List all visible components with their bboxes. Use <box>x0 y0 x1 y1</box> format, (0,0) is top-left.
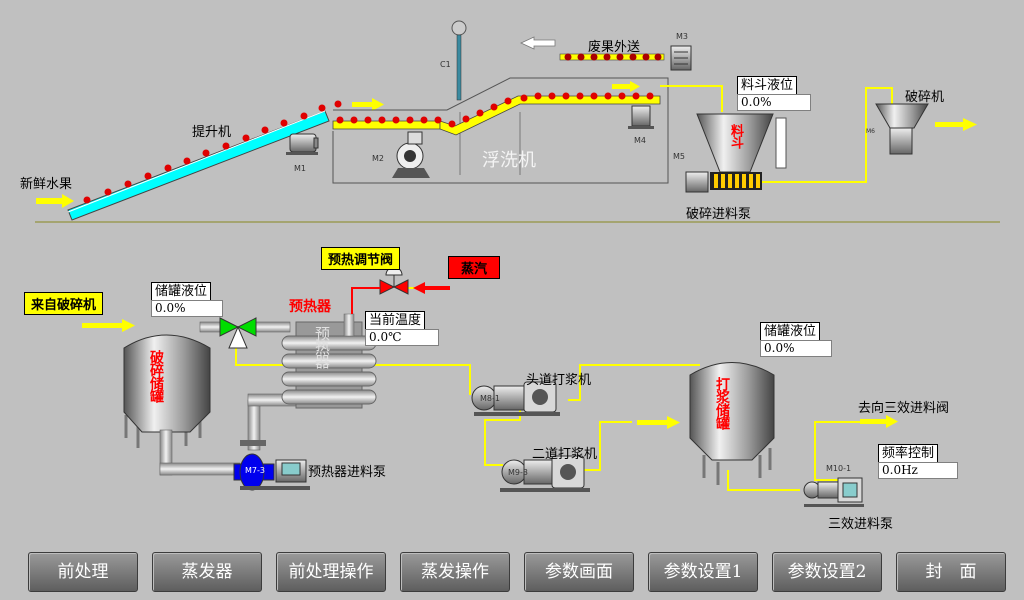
elevator-motor-icon <box>286 133 319 155</box>
nav-params-setting1-button[interactable]: 参数设置1 <box>648 552 758 592</box>
waste-fruit-dots <box>564 53 662 61</box>
hopper-level-title: 料斗液位 <box>737 76 798 95</box>
pulp-tank-level-value: 0.0% <box>760 340 832 357</box>
crusher-feed-line <box>762 87 893 183</box>
three-way-valve-icon <box>219 317 257 349</box>
pulp-tank-legs <box>702 448 772 485</box>
m1-tag: M1 <box>294 164 306 173</box>
to-triple-valve-label: 去向三效进料阀 <box>858 401 950 416</box>
washer-tank <box>332 77 669 184</box>
hopper-in-arrow-icon <box>612 81 640 92</box>
washer-conveyor <box>332 95 661 136</box>
crush-tank-pipes <box>159 321 299 476</box>
washer-in-arrow-icon <box>352 98 384 111</box>
pulp-tank-level-title: 储罐液位 <box>760 322 821 341</box>
waste-out-label: 废果外送 <box>588 40 641 55</box>
waste-conveyor <box>559 53 665 61</box>
waste-motor-icon <box>670 45 692 71</box>
steam-arrow-icon <box>413 282 450 294</box>
fresh-fruit-label: 新鲜水果 <box>20 177 73 192</box>
preheater-body-label: 预热器 <box>313 326 331 368</box>
m6-tag: M6 <box>866 128 875 135</box>
hopper-level-value: 0.0% <box>737 94 811 111</box>
m8-tag: M8-1 <box>480 394 500 403</box>
triple-feed-pump-label: 三效进料泵 <box>828 517 894 532</box>
crusher-icon <box>875 103 929 155</box>
current-temp-value: 0.0℃ <box>365 329 439 346</box>
to-triple-arrow-icon <box>860 415 898 428</box>
preheater-feed-pump-label: 预热器进料泵 <box>308 465 387 480</box>
m4-tag: M4 <box>634 136 646 145</box>
nav-cover-button[interactable]: 封 面 <box>896 552 1006 592</box>
steam-tag: 蒸汽 <box>448 256 501 279</box>
crusher-feed-pump-label: 破碎进料泵 <box>686 207 752 222</box>
first-pulper-icon <box>471 381 560 416</box>
elevator-fruit-dots <box>83 100 342 204</box>
nav-evaporator-button[interactable]: 蒸发器 <box>152 552 262 592</box>
current-temp-title: 当前温度 <box>365 311 426 330</box>
second-pulper-icon <box>500 455 590 492</box>
from-crusher-arrow-icon <box>82 319 135 332</box>
second-pulper-label: 二道打浆机 <box>532 447 598 462</box>
c1-probe-icon <box>451 20 467 101</box>
washer-blower-icon <box>392 131 430 178</box>
fresh-fruit-arrow-icon <box>36 194 74 208</box>
nav-params-setting2-button[interactable]: 参数设置2 <box>772 552 882 592</box>
crush-tank-level-value: 0.0% <box>151 300 223 317</box>
crush-tank-icon <box>123 334 211 433</box>
crush-tank-level-title: 储罐液位 <box>151 282 212 301</box>
crush-tank-label: 破碎储罐 <box>148 350 164 402</box>
crusher-feed-pump-icon <box>685 171 762 193</box>
elevator-label: 提升机 <box>192 125 232 140</box>
c1-tag: C1 <box>440 60 451 69</box>
nav-params-screen-button[interactable]: 参数画面 <box>524 552 634 592</box>
m2-tag: M2 <box>372 154 384 163</box>
first-pulper-label: 头道打浆机 <box>526 373 592 388</box>
to-pulp-tank-arrow-icon <box>637 416 680 429</box>
freq-control-value[interactable]: 0.0Hz <box>878 462 958 479</box>
washer-fruit-dots <box>336 92 654 128</box>
crusher-label: 破碎机 <box>905 90 945 105</box>
pulp-tank-label: 打浆储罐 <box>714 377 730 429</box>
preheater-label: 预热器 <box>289 299 331 315</box>
process-diagram <box>35 20 1000 507</box>
waste-out-arrow-icon <box>520 36 556 50</box>
triple-feed-pump-icon <box>803 477 864 507</box>
preheat-valve-icon <box>379 266 409 295</box>
preheater-feed-pump-icon <box>233 453 310 491</box>
hopper-feed-line <box>660 85 723 112</box>
m5-tag: M5 <box>673 152 685 161</box>
m10-tag: M10-1 <box>826 464 852 473</box>
hopper-label: 料斗 <box>728 124 743 148</box>
m7-tag: M7-3 <box>245 466 265 475</box>
pulp-tank-icon <box>689 362 775 461</box>
preheat-valve-tag: 预热调节阀 <box>321 247 401 270</box>
from-crusher-tag: 来自破碎机 <box>24 292 104 315</box>
crusher-out-arrow-icon <box>935 118 977 131</box>
m3-tag: M3 <box>676 32 688 41</box>
m9-tag: M9-3 <box>508 468 528 477</box>
steam-line <box>351 287 380 314</box>
freq-control-title: 频率控制 <box>878 444 939 463</box>
preheater-icon <box>281 313 377 409</box>
nav-pretreatment-button[interactable]: 前处理 <box>28 552 138 592</box>
nav-pretreatment-op-button[interactable]: 前处理操作 <box>276 552 386 592</box>
nav-evaporation-op-button[interactable]: 蒸发操作 <box>400 552 510 592</box>
washer-label: 浮洗机 <box>482 150 536 171</box>
washer-outlet-motor-icon <box>628 105 654 129</box>
elevator-conveyor <box>67 110 330 221</box>
